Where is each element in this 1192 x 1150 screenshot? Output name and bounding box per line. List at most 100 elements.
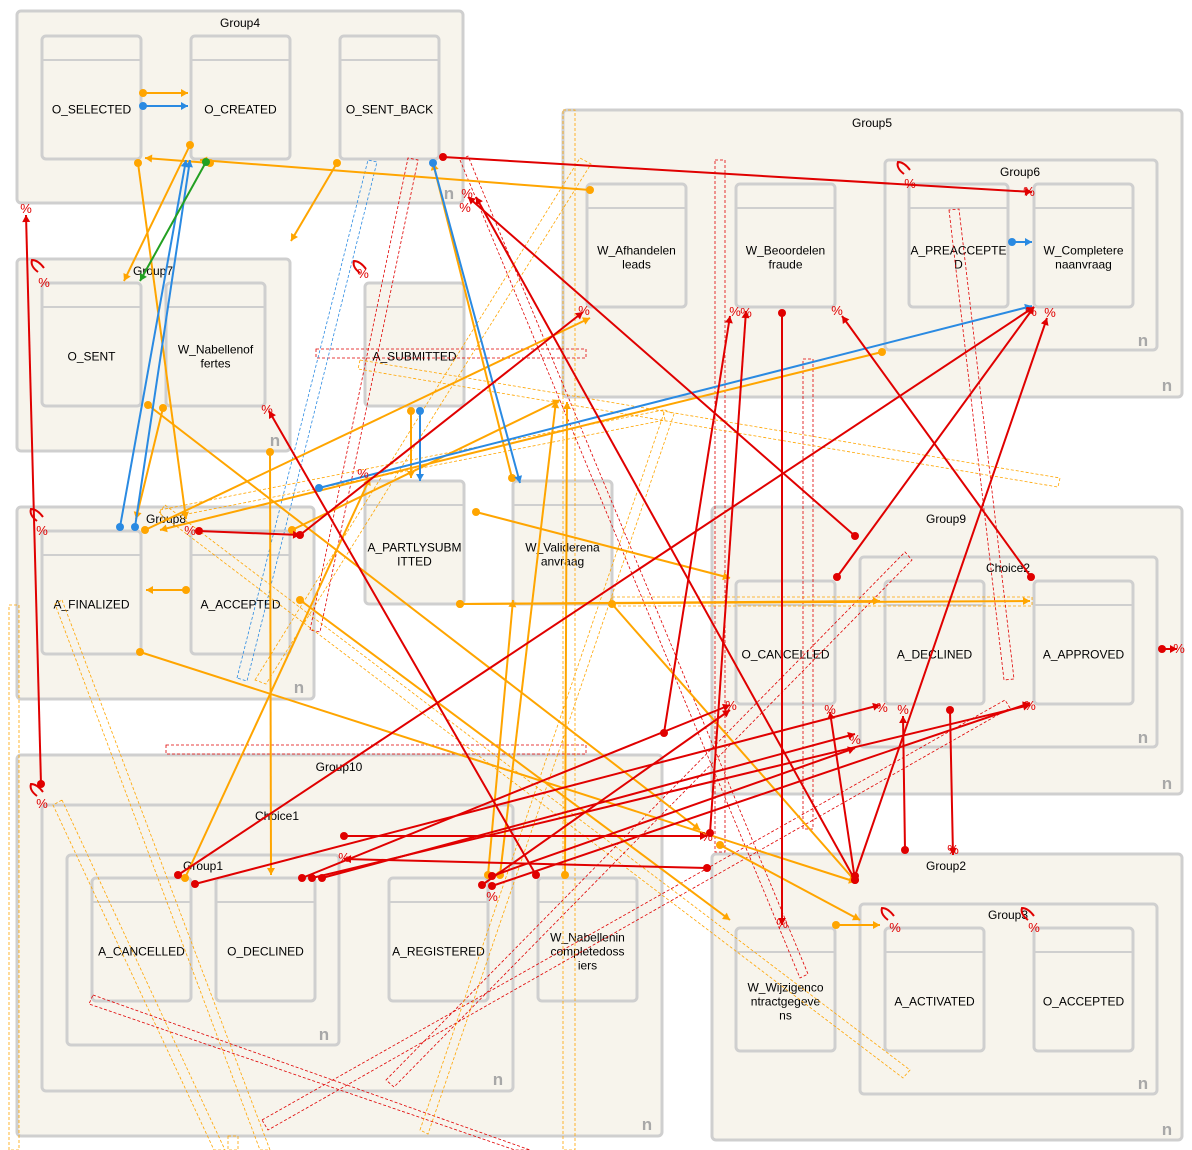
group9-label: Group9	[926, 512, 966, 526]
activity-a-finalized[interactable]: A_FINALIZED	[40, 529, 143, 656]
pct-marker-25: %	[947, 842, 959, 857]
edge-arrowhead	[180, 160, 189, 168]
edge-arrowhead	[139, 272, 147, 281]
activity-o-selected[interactable]: O_SELECTED	[40, 34, 143, 161]
edge-arrowhead	[847, 746, 855, 755]
group2-label: Group2	[926, 859, 966, 873]
span-bar-red-h1	[315, 348, 587, 359]
edge-arrowhead	[827, 712, 835, 720]
group5-n-marker: n	[1162, 376, 1172, 395]
edge-source-dot	[315, 484, 323, 492]
edge-source-dot	[202, 158, 210, 166]
edge-source-dot	[456, 600, 464, 608]
edge-arrowhead	[551, 401, 560, 409]
pct-marker-2: %	[38, 275, 50, 290]
pct-marker-1: %	[20, 201, 32, 216]
edge-arrowhead	[416, 474, 424, 481]
activity-o-cancelled[interactable]: O_CANCELLED	[734, 579, 837, 706]
edge-arrowhead	[1022, 597, 1030, 606]
group8-n-marker: n	[294, 678, 304, 697]
pct-marker-26: %	[701, 829, 713, 844]
activity-o-declined[interactable]: O_DECLINED	[214, 876, 317, 1003]
pct-marker-19: %	[725, 698, 737, 713]
edge-source-dot	[116, 523, 124, 531]
edge	[946, 706, 957, 856]
activity-a-declined[interactable]: A_DECLINED	[883, 579, 986, 706]
pct-marker-8: %	[461, 186, 473, 201]
edge	[851, 317, 1049, 880]
activity-o-sent-back[interactable]: O_SENT_BACK	[338, 34, 441, 161]
activity-a-cancelled[interactable]: A_CANCELLED	[90, 876, 193, 1003]
edge	[139, 158, 210, 282]
activity-a-registered[interactable]: A_REGISTERED	[387, 876, 490, 1003]
activity-label: A_DECLINED	[897, 648, 973, 662]
edge	[478, 709, 731, 889]
edge-source-dot	[488, 882, 496, 890]
span-bar-red-vertical	[714, 159, 726, 853]
edge-source-dot	[266, 448, 274, 456]
edge-source-dot	[191, 880, 199, 888]
edge-source-dot	[1158, 645, 1166, 653]
self-loop-arc	[896, 160, 911, 175]
edge-source-dot	[308, 874, 316, 882]
edge-source-dot	[416, 407, 424, 415]
group6-label: Group6	[1000, 165, 1040, 179]
edge-arrowhead	[1025, 238, 1032, 246]
edge	[456, 597, 881, 608]
activity-o-accepted[interactable]: O_ACCEPTED	[1032, 926, 1135, 1053]
edge	[139, 89, 188, 97]
span-bar-red-diag-5	[261, 699, 1011, 1131]
edge-source-dot	[181, 874, 189, 882]
activity-a-activated[interactable]: A_ACTIVATED	[883, 926, 986, 1053]
edge-arrowhead	[873, 921, 880, 929]
activity-a-accepted[interactable]: A_ACCEPTED	[189, 529, 292, 656]
edge-source-dot	[561, 871, 569, 879]
edge-source-dot	[144, 401, 152, 409]
span-bar-red-vertical-2	[802, 358, 814, 830]
edge-source-dot	[182, 586, 190, 594]
activity-o-sent[interactable]: O_SENT	[40, 281, 143, 408]
edge-arrowhead	[741, 311, 750, 319]
pct-marker-22: %	[897, 702, 909, 717]
edge-arrowhead	[562, 402, 571, 410]
edge-source-dot	[296, 596, 304, 604]
activity-label: ns	[779, 1009, 792, 1023]
self-loop-arc	[880, 906, 895, 921]
activity-label: W_Completere	[1043, 244, 1123, 258]
edge-source-dot	[778, 309, 786, 317]
activity-a-approved[interactable]: A_APPROVED	[1032, 579, 1135, 706]
edge	[22, 214, 45, 788]
activity-label: iers	[578, 959, 597, 973]
group3-n-marker: n	[1138, 1074, 1148, 1093]
self-loop-arc	[29, 782, 44, 797]
edge	[195, 527, 301, 539]
edge-arrowhead	[724, 316, 733, 324]
edge-arrowhead	[575, 312, 583, 320]
activity-o-created[interactable]: O_CREATED	[189, 34, 292, 161]
activity-label: ITTED	[397, 555, 432, 569]
choice2-label: Choice2	[986, 561, 1030, 575]
edge-arrowhead	[22, 215, 31, 223]
activity-label: fertes	[200, 357, 230, 371]
edge-source-dot	[37, 780, 45, 788]
edge-arrowhead	[468, 197, 476, 205]
activity-label: W_Nabellenof	[178, 343, 254, 357]
edge	[416, 407, 424, 481]
edge	[159, 348, 886, 533]
pct-marker-10: %	[578, 303, 590, 318]
group6-n-marker: n	[1138, 331, 1148, 350]
pct-marker-3: %	[357, 266, 369, 281]
edge-arrowhead	[721, 912, 730, 920]
activity-label: W_Nabellenin	[550, 931, 625, 945]
edge-source-dot	[195, 527, 203, 535]
